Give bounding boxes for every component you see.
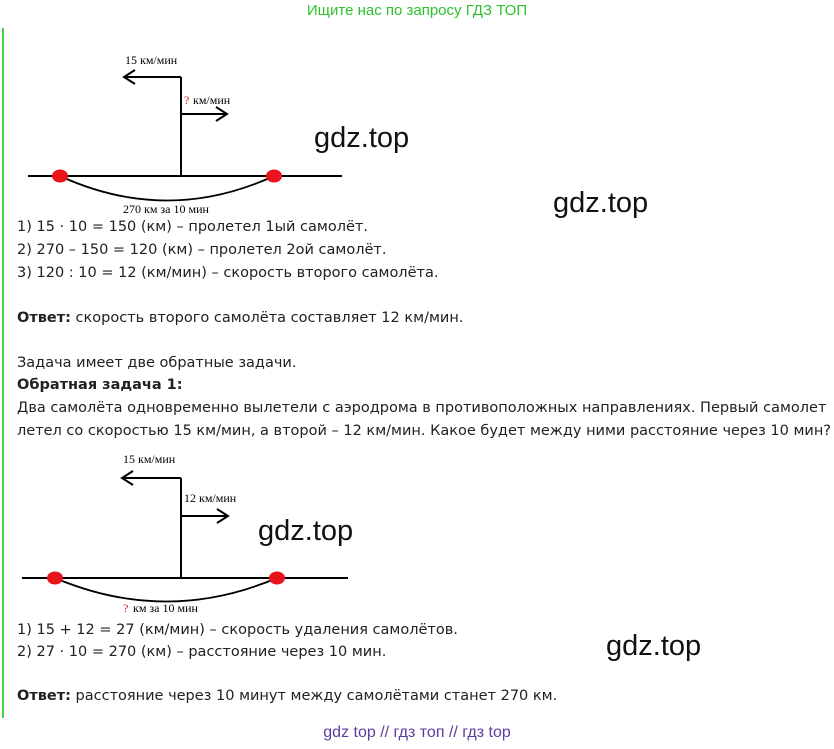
diagram1-distance-arc — [59, 175, 275, 202]
solution1-step1: 1) 15 · 10 = 150 (км) – пролетел 1ый сам… — [17, 219, 368, 235]
diagram2-top-speed-label: 15 км/мин — [123, 452, 176, 466]
solution1-step2: 2) 270 – 150 = 120 (км) – пролетел 2ой с… — [17, 242, 387, 258]
diagram-2: 15 км/мин 12 км/мин ? км за 10 мин — [22, 452, 348, 615]
solution2-step1: 1) 15 + 12 = 27 (км/мин) – скорость удал… — [17, 622, 458, 638]
diagram2-point-left — [47, 571, 63, 585]
diagram-1: 15 км/мин ? км/мин 270 км за 10 мин — [28, 53, 342, 216]
watermark: gdz.top — [258, 515, 354, 547]
diagram1-bottom-label: 270 км за 10 мин — [123, 202, 210, 216]
solution1-step3: 3) 120 : 10 = 12 (км/мин) – скорость вто… — [17, 265, 439, 281]
answer1-text: скорость второго самолёта составляет 12 … — [70, 310, 464, 326]
diagram2-side-speed-label: 12 км/мин — [184, 491, 237, 505]
footer-links[interactable]: gdz top // гдз топ // гдз top — [323, 724, 511, 741]
watermark: gdz.top — [314, 122, 410, 154]
top-banner: Ищите нас по запросу ГДЗ ТОП — [306, 2, 528, 19]
diagram2-point-right — [269, 571, 285, 585]
watermark: gdz.top — [606, 630, 702, 662]
answer2-label: Ответ: — [17, 688, 71, 704]
inverse1-text-line1: Два самолёта одновременно вылетели с аэр… — [17, 400, 827, 416]
diagram1-point-right — [266, 169, 282, 183]
answer2: Ответ: расстояние через 10 минут между с… — [17, 685, 557, 708]
diagram1-question-mark: ? — [184, 93, 189, 107]
answer2-text: расстояние через 10 минут между самолёта… — [70, 688, 558, 704]
diagram2-distance-arc — [54, 577, 278, 603]
diagram1-side-speed-label: км/мин — [193, 93, 231, 107]
diagram1-point-left — [52, 169, 68, 183]
diagram1-top-speed-label: 15 км/мин — [125, 53, 178, 67]
diagram2-bottom-label: км за 10 мин — [133, 601, 199, 615]
solution2-step2: 2) 27 · 10 = 270 (км) – расстояние через… — [17, 644, 387, 660]
watermark: gdz.top — [553, 187, 649, 219]
answer1: Ответ: скорость второго самолёта составл… — [17, 307, 463, 330]
inverse1-text-line2: летел со скоростью 15 км/мин, а второй –… — [17, 423, 831, 439]
left-border-line — [2, 28, 4, 718]
intro-text: Задача имеет две обратные задачи. — [17, 355, 297, 371]
inverse1-title: Обратная задача 1: — [17, 377, 183, 393]
diagram2-question-mark: ? — [123, 601, 128, 615]
answer1-label: Ответ: — [17, 310, 71, 326]
